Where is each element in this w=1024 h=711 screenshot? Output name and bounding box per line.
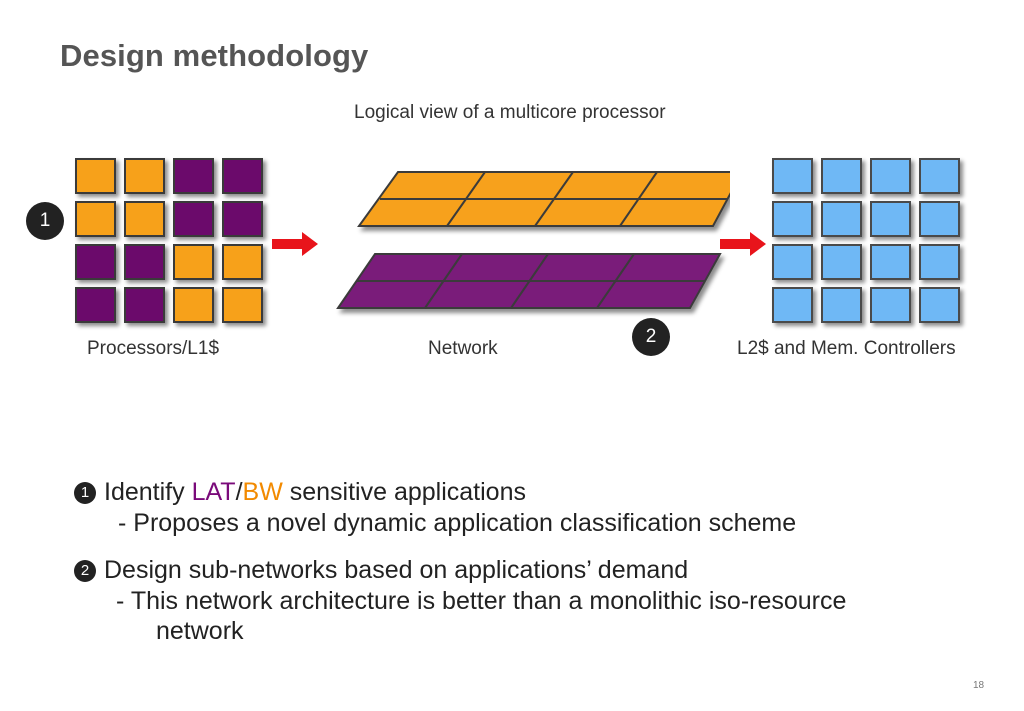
processor-grid [75, 158, 263, 323]
network-caption: Network [428, 338, 498, 359]
l2-cache-cell [772, 158, 813, 194]
processor-cell [124, 201, 165, 237]
processor-cell [222, 287, 263, 323]
l2-cache-cell [821, 201, 862, 237]
l2-cache-cell [919, 201, 960, 237]
l2-cache-cell [870, 244, 911, 280]
bullet-one-sub: - Proposes a novel dynamic application c… [118, 509, 797, 537]
slash-text: / [235, 478, 243, 506]
bullet-number-one: 1 [74, 482, 96, 505]
bullet-two-sub-continued: network [156, 617, 244, 645]
l2-cache-cell [870, 201, 911, 237]
processor-cell [173, 158, 214, 194]
arrow-right-icon-2 [720, 232, 766, 256]
l2-cache-cell [821, 244, 862, 280]
l2-cache-cell [772, 201, 813, 237]
l2-cache-cell [919, 158, 960, 194]
processor-cell [173, 244, 214, 280]
badge-one: 1 [26, 202, 64, 240]
slide-title: Design methodology [60, 38, 369, 73]
network-layers [336, 171, 730, 309]
bullet-number-two: 2 [74, 560, 96, 583]
l2-cache-cell [772, 287, 813, 323]
processor-cell [222, 244, 263, 280]
processor-cell [124, 244, 165, 280]
processor-cell [173, 201, 214, 237]
badge-two: 2 [632, 318, 670, 356]
lat-text: LAT [191, 478, 236, 506]
bullet-one: 1 Identify LAT/BW sensitive applications [74, 478, 526, 507]
purple-network-layer [336, 253, 722, 309]
processor-cell [222, 158, 263, 194]
page-number: 18 [973, 680, 985, 691]
l2-cache-cell [821, 158, 862, 194]
bullet-one-suffix: sensitive applications [282, 478, 526, 506]
processor-cell [173, 287, 214, 323]
processor-cell [222, 201, 263, 237]
l2-cache-grid [772, 158, 960, 323]
l2-cache-cell [870, 287, 911, 323]
processor-cell [75, 244, 116, 280]
l2-cache-cell [821, 287, 862, 323]
bullet-two-sub: - This network architecture is better th… [116, 587, 847, 615]
processors-caption: Processors/L1$ [87, 338, 220, 359]
orange-network-layer [357, 171, 730, 227]
bullet-two-text: Design sub-networks based on application… [104, 556, 689, 584]
diagram-subtitle: Logical view of a multicore processor [354, 102, 666, 123]
bw-text: BW [242, 478, 283, 506]
l2-cache-cell [919, 244, 960, 280]
processor-cell [75, 158, 116, 194]
bullet-two: 2 Design sub-networks based on applicatio… [74, 556, 688, 585]
arrow-right-icon [272, 232, 318, 256]
l2-cache-cell [772, 244, 813, 280]
bullet-one-prefix: Identify [104, 478, 192, 506]
processor-cell [124, 287, 165, 323]
l2-caption: L2$ and Mem. Controllers [737, 338, 956, 359]
l2-cache-cell [870, 158, 911, 194]
processor-cell [75, 287, 116, 323]
l2-cache-cell [919, 287, 960, 323]
processor-cell [75, 201, 116, 237]
processor-cell [124, 158, 165, 194]
